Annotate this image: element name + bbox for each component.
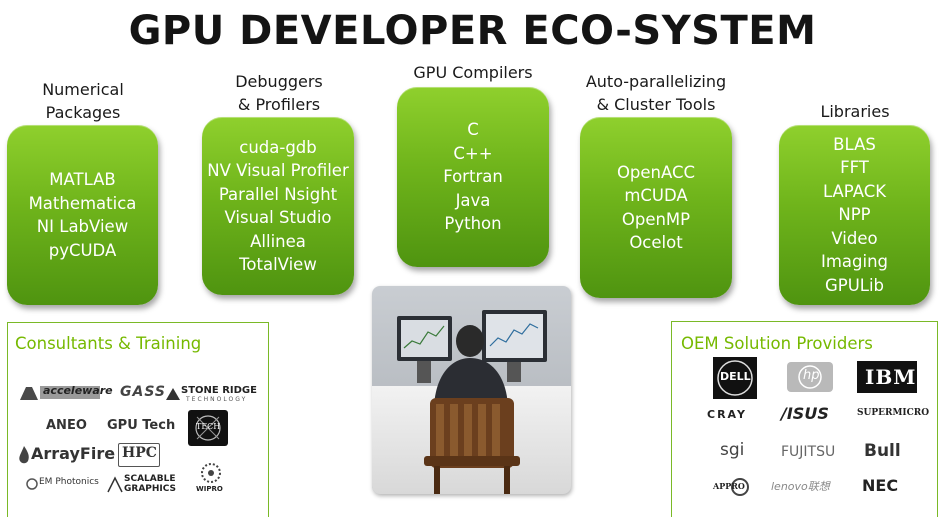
box-item: C: [467, 120, 479, 140]
gpu-compilers-box: C C++ Fortran Java Python: [397, 87, 549, 267]
bull-logo: Bull: [864, 441, 901, 461]
box-item: Ocelot: [629, 233, 683, 252]
hp-circle-mark: [798, 365, 822, 389]
box-item: Python: [444, 214, 502, 234]
appro-text: APPRO: [713, 481, 745, 491]
dell-text: DELL: [720, 370, 751, 383]
category-label-line: Libraries: [820, 102, 890, 121]
sgi-logo: sgi: [720, 440, 745, 460]
box-item: OpenACC: [616, 162, 696, 182]
arrayfire-text: ArrayFire: [31, 444, 116, 463]
box-item: Mathematica: [28, 193, 137, 213]
box-item: OpenMP: [621, 209, 691, 229]
cluster-tools-box: OpenACC mCUDA OpenMP Ocelot: [580, 117, 732, 298]
arrayfire-logo: ArrayFire: [18, 444, 116, 466]
aneo-logo: ANEO: [46, 418, 87, 433]
scalable-text: SCALABLE: [124, 474, 176, 484]
category-label-line: Debuggers: [235, 72, 323, 91]
dell-circle-mark: [717, 360, 753, 396]
tech-logo: TECH: [188, 410, 228, 446]
box-item: pyCUDA: [48, 240, 117, 260]
libraries-box: BLAS FFT LAPACK NPP Video Imaging GPULib: [779, 125, 930, 305]
box-item: NPP: [838, 205, 871, 225]
debuggers-profilers-box: cuda-gdb NV Visual Profiler Parallel Nsi…: [202, 117, 354, 295]
tech-swirl-icon: [195, 415, 221, 441]
category-label-libraries: Libraries: [780, 100, 930, 123]
appro-logo: APPRO: [709, 476, 753, 498]
stone-ridge-mark: [166, 388, 180, 400]
asus-logo: /ISUS: [781, 404, 829, 423]
box-item: TotalView: [239, 255, 317, 274]
nec-logo: NEC: [862, 476, 899, 495]
hpc-text: HPC: [122, 445, 157, 461]
box-item: Fortran: [443, 167, 503, 187]
category-label-line: & Cluster Tools: [596, 95, 716, 114]
page-title: GPU DEVELOPER ECO-SYSTEM: [128, 8, 817, 54]
box-item: LAPACK: [822, 181, 887, 201]
em-photonics-mark: [26, 478, 38, 490]
stone-ridge-text: STONE RIDGE: [181, 385, 257, 396]
box-item: C++: [453, 143, 493, 163]
graphics-text: GRAPHICS: [124, 484, 177, 494]
category-label-line: Packages: [45, 103, 121, 122]
cray-logo: CRAY: [707, 408, 747, 421]
stone-ridge-subtext: TECHNOLOGY: [186, 396, 248, 403]
fujitsu-logo: FUJITSU: [781, 444, 836, 460]
wipro-flower-icon: [201, 463, 221, 483]
box-item: Video: [831, 228, 878, 248]
hp-text: hp: [803, 368, 820, 383]
numerical-packages-box: MATLAB Mathematica NI LabView pyCUDA: [7, 125, 158, 305]
category-label-line: Numerical: [42, 80, 124, 99]
scalable-graphics-logo: SCALABLE GRAPHICS: [106, 474, 180, 496]
box-item: Allinea: [250, 231, 306, 251]
box-item: FFT: [840, 158, 869, 178]
box-item: BLAS: [833, 134, 876, 154]
box-item: GPULib: [824, 275, 885, 295]
lenovo-logo: lenovo联想: [771, 480, 830, 493]
category-label-debuggers: Debuggers & Profilers: [204, 70, 354, 116]
box-item: MATLAB: [49, 170, 116, 189]
oem-title: OEM Solution Providers: [681, 334, 873, 353]
stone-ridge-logo: STONE RIDGE TECHNOLOGY: [166, 385, 257, 405]
supermicro-logo: SUPERMICRO: [857, 408, 930, 418]
acceleware-text: acceleware: [43, 384, 113, 397]
dell-logo: DELL: [713, 357, 757, 399]
gpu-tech-logo: GPU Tech: [107, 418, 176, 433]
category-label-line: & Profilers: [237, 95, 321, 114]
box-item: Visual Studio: [224, 208, 332, 227]
hp-logo: hp: [787, 362, 833, 392]
category-label-line: Auto-parallelizing: [585, 72, 727, 91]
ibm-logo: IBM: [857, 361, 917, 393]
category-label-autoparallel: Auto-parallelizing & Cluster Tools: [576, 70, 736, 116]
hpc-logo: HPC: [118, 443, 160, 467]
wipro-text: WIPRO: [196, 485, 223, 493]
em-photonics-text: EM Photonics: [39, 477, 99, 487]
acceleware-logo: acceleware: [18, 384, 113, 402]
developer-photo: [372, 286, 571, 494]
tech-text: TECH: [196, 422, 221, 431]
box-item: Imaging: [820, 252, 889, 272]
developer-at-monitors-image: [372, 286, 571, 494]
acceleware-logo-mark: [20, 386, 100, 400]
appro-swoosh-icon: [731, 478, 749, 496]
category-label-compilers: GPU Compilers: [398, 61, 548, 84]
box-item: Java: [455, 190, 491, 210]
oem-panel: [671, 321, 938, 517]
box-item: Parallel Nsight: [218, 184, 338, 204]
arrayfire-flame-icon: [19, 446, 29, 464]
scalable-graphics-mark: [107, 476, 123, 493]
em-photonics-logo: EM Photonics: [26, 476, 104, 494]
box-item: NI LabView: [36, 217, 129, 236]
box-item: mCUDA: [624, 186, 688, 205]
box-item: NV Visual Profiler: [207, 161, 349, 180]
ibm-text: IBM: [865, 365, 917, 389]
box-item: cuda-gdb: [239, 137, 317, 157]
category-label-numerical: Numerical Packages: [22, 78, 144, 124]
gass-logo: GASS: [120, 384, 166, 400]
wipro-logo: WIPRO: [196, 462, 226, 496]
consultants-title: Consultants & Training: [15, 334, 202, 353]
category-label-line: GPU Compilers: [413, 63, 533, 82]
